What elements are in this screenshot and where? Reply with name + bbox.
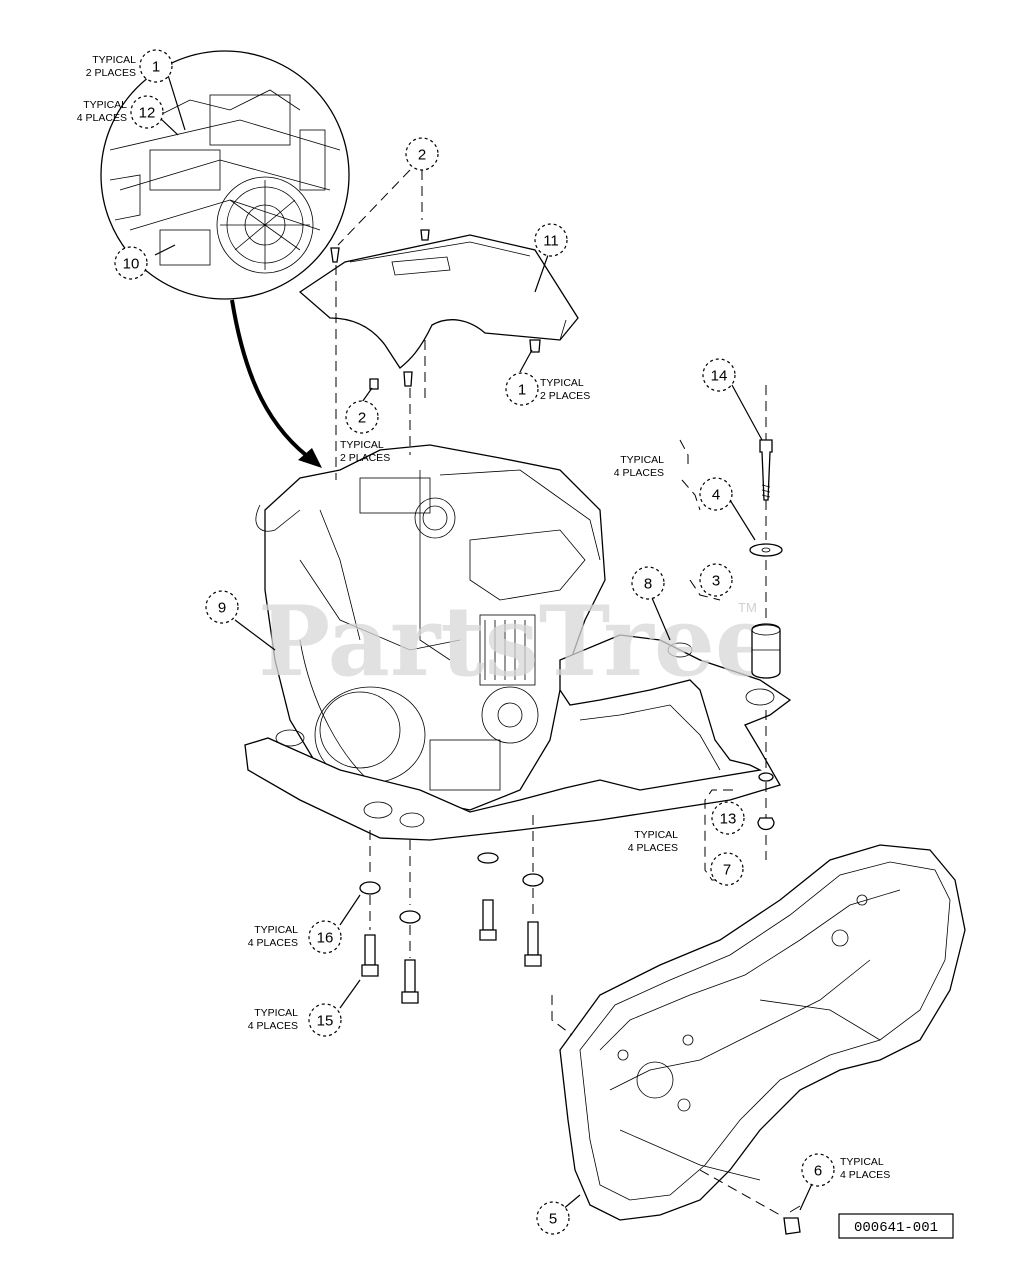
callout-number: 12 xyxy=(139,105,156,122)
watermark-tm: TM xyxy=(738,600,757,615)
callout-number: 9 xyxy=(218,600,226,617)
callout-note-line: 4 PLACES xyxy=(248,1020,298,1032)
callout-number: 6 xyxy=(814,1163,822,1180)
callout-circle xyxy=(702,358,736,392)
callout-circle xyxy=(130,95,164,129)
callout-note-line: TYPICAL xyxy=(340,439,384,451)
callout-9: 9 xyxy=(205,590,239,624)
isolator-stack xyxy=(749,385,783,860)
callout-number: 15 xyxy=(317,1013,334,1030)
callout-number: 8 xyxy=(644,576,652,593)
callout-note-line: TYPICAL xyxy=(83,99,127,111)
callout-note-line: 2 PLACES xyxy=(86,67,136,79)
callout-5: 5 xyxy=(536,1201,570,1235)
callout-note-line: 2 PLACES xyxy=(340,452,390,464)
callout-note-line: 4 PLACES xyxy=(248,937,298,949)
callout-note-line: TYPICAL xyxy=(634,829,678,841)
guard-screw xyxy=(699,1169,801,1235)
callout-number: 1 xyxy=(152,59,160,76)
callout-circle xyxy=(631,566,665,600)
callout-note-line: 4 PLACES xyxy=(628,842,678,854)
callout-note-line: 4 PLACES xyxy=(840,1169,890,1181)
callout-circle xyxy=(536,1201,570,1235)
callout-13: 13 xyxy=(711,801,745,835)
cover-screws xyxy=(330,229,541,390)
callout-circle xyxy=(699,563,733,597)
callout-number: 7 xyxy=(723,862,731,879)
mounting-plate xyxy=(244,634,792,841)
leader-lines xyxy=(154,74,823,1211)
callout-number: 1 xyxy=(518,382,526,399)
callout-note-line: TYPICAL xyxy=(540,377,584,389)
callout-10: 10 xyxy=(114,246,148,280)
callout-note-line: TYPICAL xyxy=(620,454,664,466)
detail-arrow xyxy=(230,299,322,468)
callout-2: 2 xyxy=(405,137,439,171)
callout-number: 4 xyxy=(712,487,720,504)
callout-number: 11 xyxy=(543,233,559,250)
callout-circle xyxy=(505,372,539,406)
callout-note-line: 2 PLACES xyxy=(540,390,590,402)
callout-note-line: TYPICAL xyxy=(92,54,136,66)
callout-circle xyxy=(534,223,568,257)
callout-circle xyxy=(711,801,745,835)
callout-number: 10 xyxy=(123,256,140,273)
bottom-fasteners xyxy=(359,815,544,1004)
drawing-id: 000641-001 xyxy=(854,1220,938,1236)
callout-8: 8 xyxy=(631,566,665,600)
callout-number: 2 xyxy=(358,410,366,427)
callout-circle xyxy=(405,137,439,171)
callout-note-line: 4 PLACES xyxy=(614,467,664,479)
callout-circle xyxy=(801,1153,835,1187)
callout-note-line: TYPICAL xyxy=(254,1007,298,1019)
callout-number: 14 xyxy=(711,368,728,385)
callout-circle xyxy=(699,477,733,511)
callout-circle xyxy=(139,49,173,83)
callout-3: 3 xyxy=(699,563,733,597)
belt-guard xyxy=(551,844,966,1221)
callout-circle xyxy=(114,246,148,280)
watermark-text: PartsTree xyxy=(258,585,776,698)
callout-number: 13 xyxy=(720,811,737,828)
callout-number: 16 xyxy=(317,930,334,947)
callout-circle xyxy=(308,920,342,954)
callout-number: 3 xyxy=(712,573,720,590)
callout-circle xyxy=(710,852,744,886)
callout-number: 2 xyxy=(418,147,426,164)
drawing-id-box: 000641-001 xyxy=(838,1213,954,1239)
callout-14: 14 xyxy=(702,358,736,392)
callout-circle xyxy=(345,400,379,434)
engine-cover xyxy=(298,234,579,369)
callout-number: 5 xyxy=(549,1211,557,1228)
callout-note-line: TYPICAL xyxy=(840,1156,884,1168)
callout-circle xyxy=(308,1003,342,1037)
watermark: PartsTree TM xyxy=(258,585,776,698)
callout-circle xyxy=(205,590,239,624)
callout-note-line: 4 PLACES xyxy=(77,112,127,124)
callout-11: 11 xyxy=(534,223,568,257)
callout-note-line: TYPICAL xyxy=(254,924,298,936)
